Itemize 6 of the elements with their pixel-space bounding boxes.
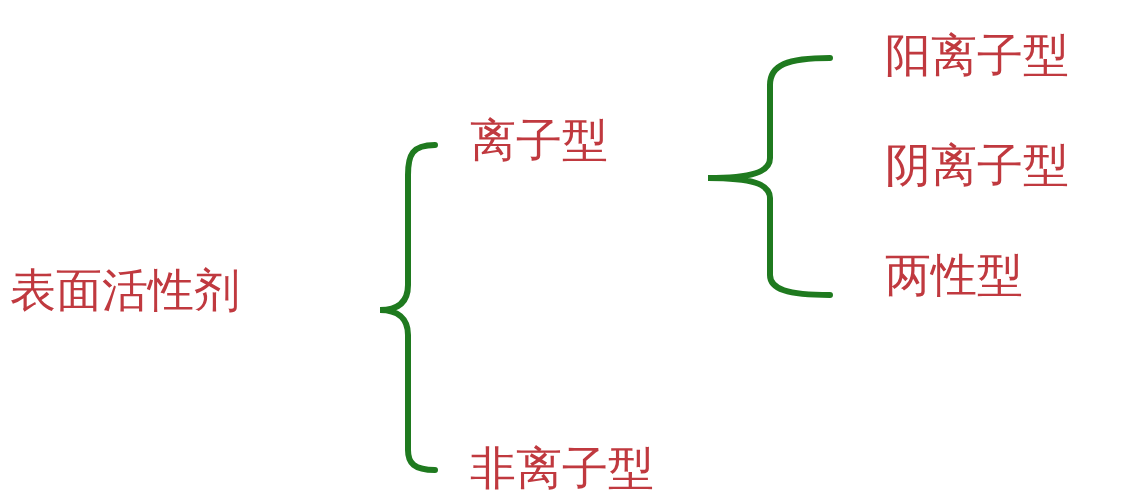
- category-text: 离子型: [470, 112, 608, 168]
- category-text: 阳离子型: [885, 27, 1069, 83]
- category-text: 非离子型: [470, 440, 654, 494]
- category-text: 表面活性剂: [10, 262, 240, 318]
- category-text: 阴离子型: [885, 137, 1069, 193]
- category-text: 两性型: [885, 247, 1023, 303]
